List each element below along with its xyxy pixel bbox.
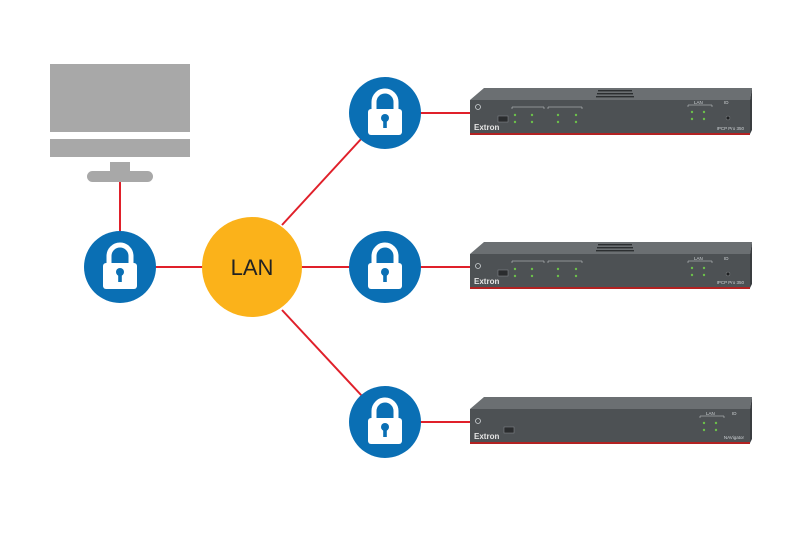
device-2: Extron LAN ID IPCP Pro 350 — [470, 242, 752, 289]
device-2-reset-button — [725, 271, 731, 277]
device-2-model: IPCP Pro 350 — [717, 280, 745, 285]
link-lan-lock-top — [281, 137, 363, 226]
lock-node-device-2 — [349, 231, 421, 303]
desktop-monitor-icon — [50, 64, 190, 182]
device-3-lan-label: LAN — [706, 411, 715, 416]
lock-node-device-3 — [349, 386, 421, 458]
device-3-brand: Extron — [474, 432, 499, 441]
lock-node-computer — [84, 231, 156, 303]
device-1-id-label: ID — [724, 100, 729, 105]
device-3-model: NAVigator — [724, 435, 745, 440]
link-lan-lock-bottom — [281, 309, 363, 397]
device-3-id-label: ID — [732, 411, 737, 416]
device-1-indicator-leds — [513, 110, 706, 124]
padlock-icon — [368, 88, 402, 135]
device-1-lan-label: LAN — [694, 100, 703, 105]
device-1-brand: Extron — [474, 123, 499, 132]
lan-hub: LAN — [202, 217, 302, 317]
padlock-icon — [368, 397, 402, 444]
padlock-icon — [368, 242, 402, 289]
device-2-lan-label: LAN — [694, 256, 703, 261]
lan-hub-label: LAN — [231, 255, 274, 280]
device-1-model: IPCP Pro 350 — [717, 126, 745, 131]
device-2-id-label: ID — [724, 256, 729, 261]
device-1-reset-button — [725, 115, 731, 121]
lock-node-device-1 — [349, 77, 421, 149]
device-2-brand: Extron — [474, 277, 499, 286]
device-3: Extron LAN ID NAVigator — [470, 397, 752, 444]
device-1: Extron LAN ID IPCP Pro 350 — [470, 88, 752, 135]
device-3-indicator-leds — [702, 421, 718, 432]
device-2-indicator-leds — [513, 266, 706, 278]
padlock-icon — [103, 242, 137, 289]
